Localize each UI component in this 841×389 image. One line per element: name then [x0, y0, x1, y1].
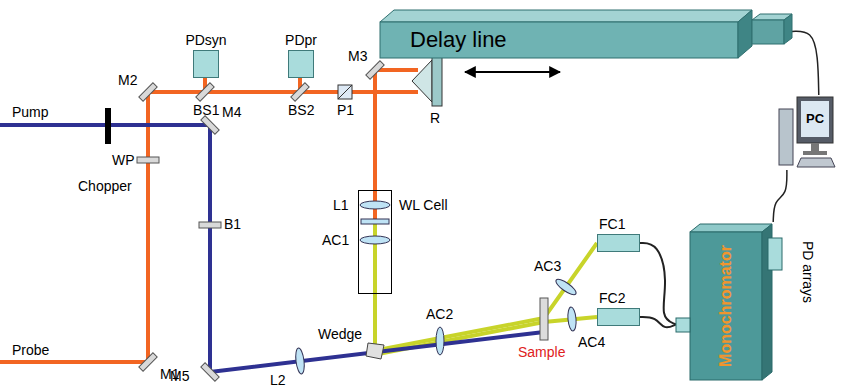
beam-name: Probe — [12, 342, 49, 358]
node-label: Delay line — [410, 27, 507, 53]
lens — [360, 201, 390, 209]
beam-splitter — [196, 83, 214, 101]
node-label: PDsyn — [185, 32, 226, 48]
mirror — [139, 83, 157, 101]
cable-label: PD arrays — [800, 241, 816, 303]
node-label: WL Cell — [399, 197, 448, 213]
beam-name: Pump — [12, 104, 49, 120]
sample-plate — [540, 298, 548, 340]
part-name: L2 — [270, 372, 286, 388]
computer: PC — [777, 95, 835, 170]
part-name: AC2 — [426, 306, 453, 322]
lens — [567, 307, 577, 332]
photodiode-box: PDsyn — [193, 50, 219, 78]
wave-plate — [137, 157, 159, 163]
part-name: AC4 — [578, 334, 605, 350]
optical-fiber — [640, 317, 676, 327]
node-label: FC2 — [599, 290, 625, 306]
white-light-cell: WL Cell — [358, 190, 392, 294]
node-label: PDpr — [285, 32, 317, 48]
signal-cable — [773, 170, 787, 222]
part-name: R — [430, 110, 440, 126]
polarizer-cube — [338, 85, 352, 99]
beam-splitter — [291, 83, 309, 101]
part-name: M4 — [222, 104, 241, 120]
delay-stage: Delay line — [380, 8, 792, 60]
part-name: Wedge — [318, 326, 362, 342]
node-label: Monochromator — [718, 245, 734, 367]
part-name: L1 — [333, 197, 349, 213]
sample-label: Sample — [518, 344, 565, 360]
signal-cable — [792, 31, 819, 95]
node-label: PC — [801, 101, 829, 137]
wedge-plate — [366, 343, 384, 359]
optical-fiber — [640, 243, 676, 324]
part-name: BS2 — [288, 102, 314, 118]
mirror — [201, 363, 219, 381]
crystal — [361, 219, 389, 224]
chopper-blade — [105, 108, 111, 144]
motion-arrow — [465, 71, 560, 73]
mirror — [201, 116, 219, 134]
polarizer-cube — [338, 85, 352, 99]
node-label: FC1 — [599, 216, 625, 232]
fiber-coupler: FC1 — [597, 234, 640, 252]
lens — [360, 236, 390, 244]
photodiode-box: PDpr — [288, 50, 314, 78]
part-name: M5 — [170, 368, 189, 384]
monochromator: Monochromator — [676, 222, 784, 382]
mirror — [366, 61, 384, 79]
part-name: M2 — [118, 72, 137, 88]
retroreflector — [432, 56, 442, 106]
filter-plate — [199, 222, 221, 228]
pump-beam — [0, 125, 544, 372]
lens — [294, 348, 305, 375]
fiber-coupler: FC2 — [597, 308, 640, 326]
part-name: BS1 — [193, 102, 219, 118]
part-name: B1 — [224, 216, 241, 232]
part-name: WP — [112, 152, 135, 168]
part-name: M3 — [348, 48, 367, 64]
part-name: P1 — [337, 102, 354, 118]
part-name: Chopper — [78, 178, 132, 194]
lens — [554, 277, 578, 297]
part-name: AC3 — [534, 258, 561, 274]
mirror — [139, 353, 157, 371]
part-name: AC1 — [322, 232, 349, 248]
retroreflector — [412, 60, 432, 102]
lens — [436, 327, 444, 355]
computer-outline — [777, 95, 835, 170]
